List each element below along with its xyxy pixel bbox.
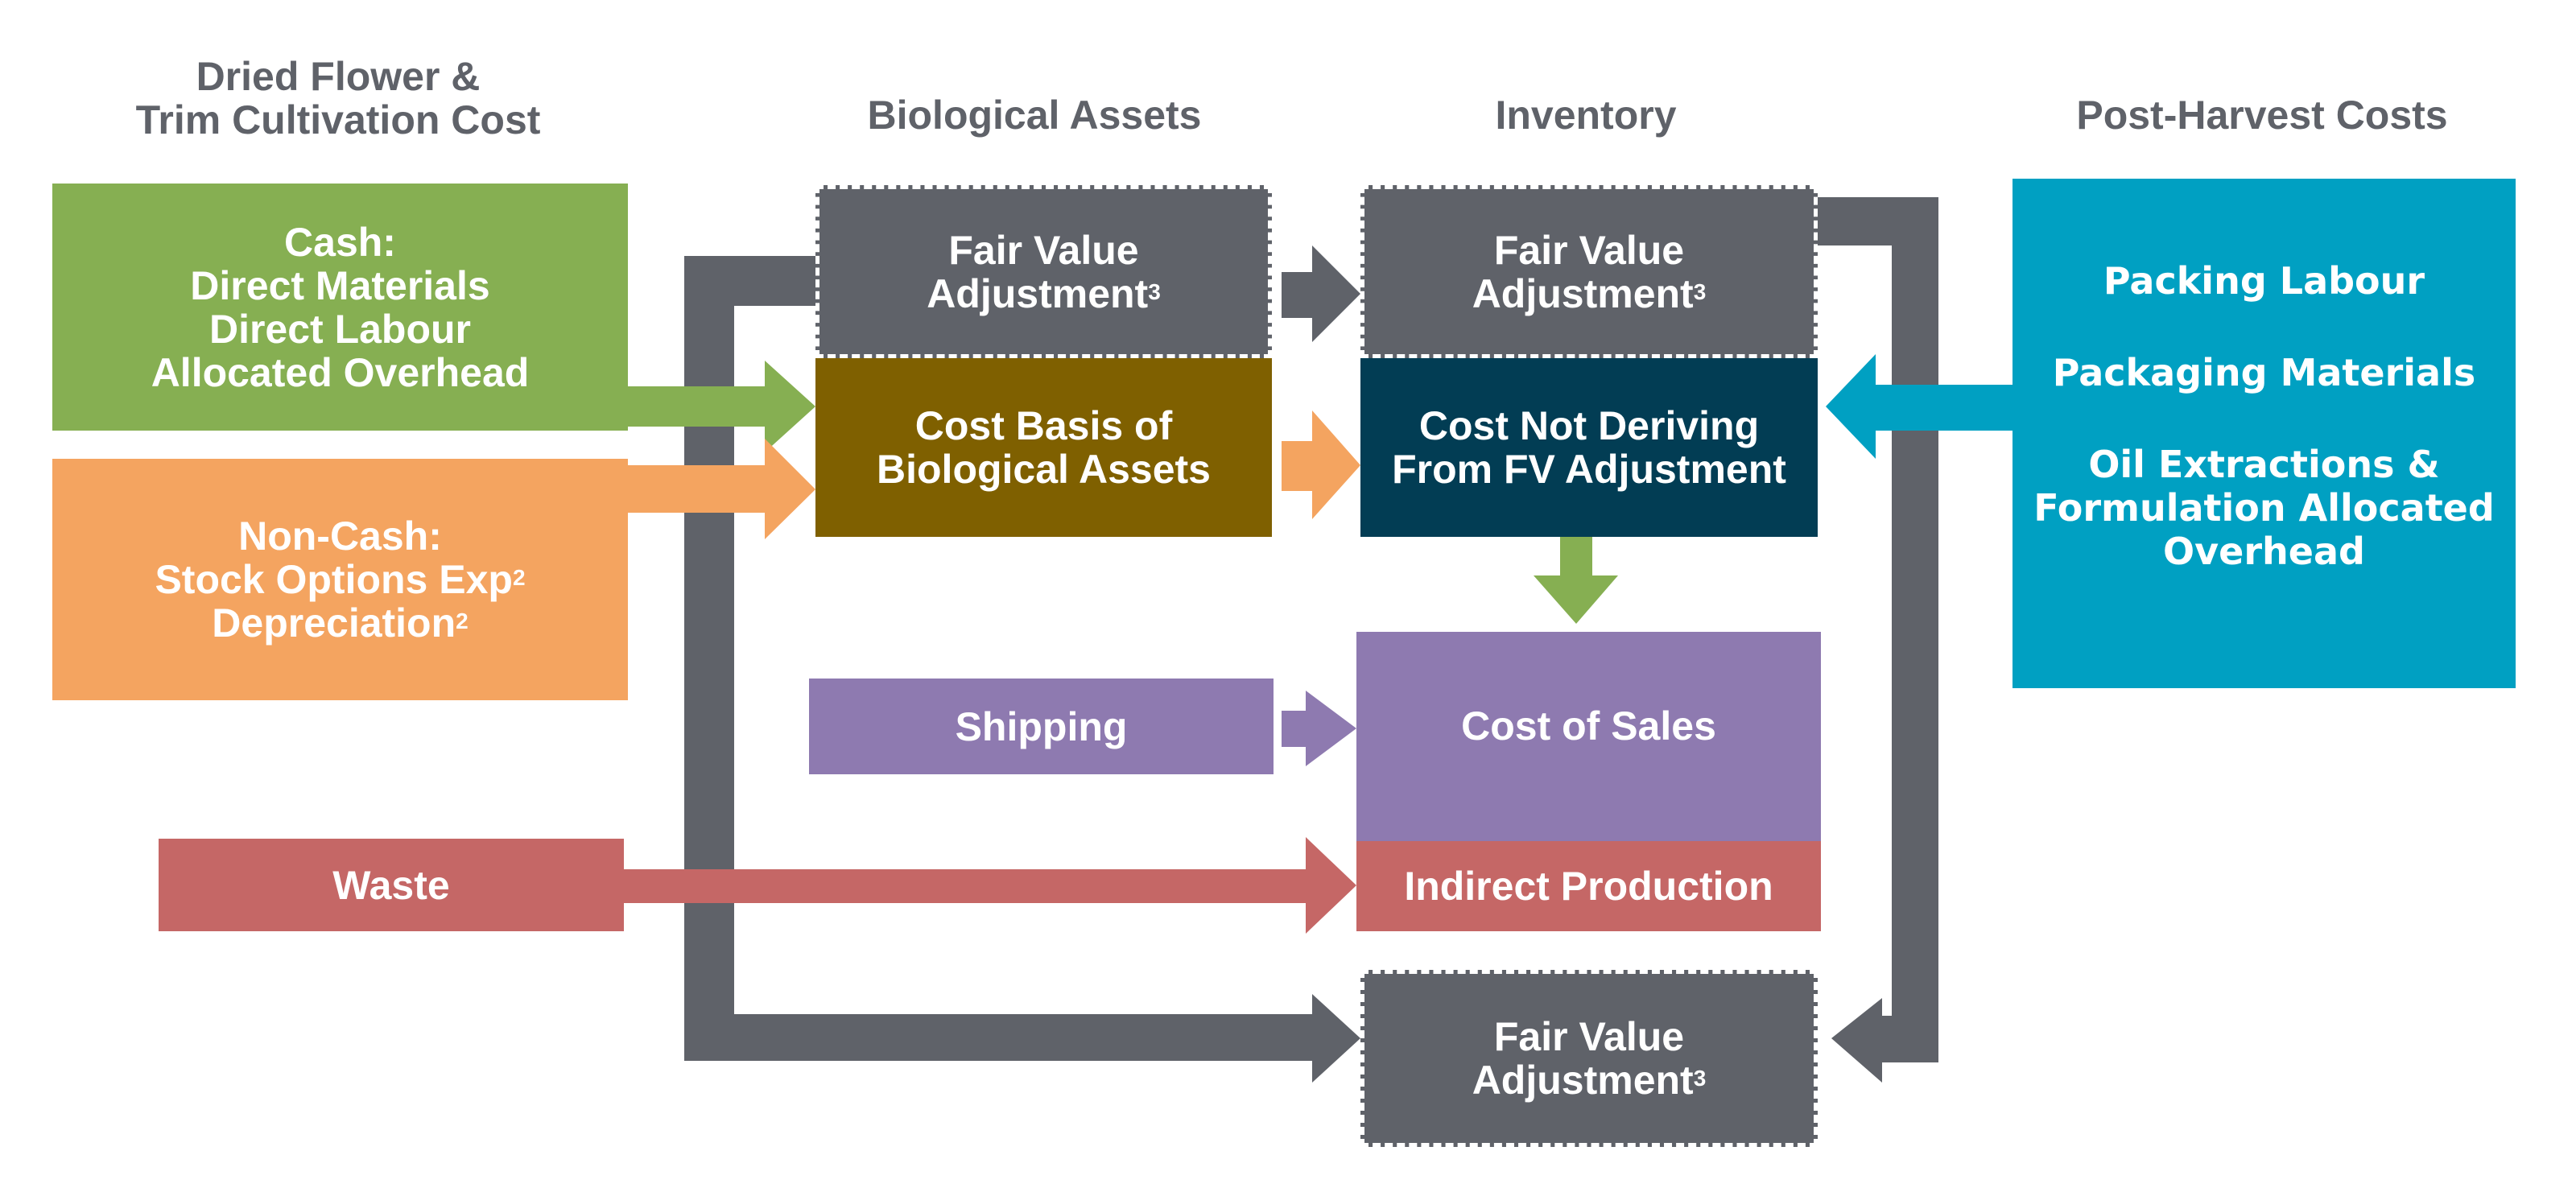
bio-fv-label: Adjustment (927, 270, 1149, 316)
footnote-marker: 3 (1693, 1066, 1707, 1091)
shipping-label: Shipping (955, 703, 1128, 749)
noncash-depreciation: Depreciation2 (212, 601, 468, 645)
bio-fair-value-box: Fair Value Adjustment3 (815, 185, 1272, 358)
noncash-costs-box: Non-Cash: Stock Options Exp2 Depreciatio… (52, 459, 628, 700)
cash-line: Allocated Overhead (151, 349, 530, 395)
bottom-fv-label: Adjustment (1472, 1058, 1694, 1103)
bottom-fv-line1: Fair Value (1493, 1014, 1685, 1059)
noncash-title: Non-Cash: (238, 514, 442, 559)
down-arrow (1534, 507, 1618, 624)
cost-basis-box: Cost Basis of Biological Assets (815, 358, 1272, 537)
footnote-marker: 2 (456, 608, 469, 633)
packaging-materials: Packaging Materials (2052, 351, 2476, 394)
gray-pipe-right-arrow (1818, 197, 1938, 1083)
header-cultivation-line1: Dried Flower & (196, 54, 481, 99)
cost-basis-line2: Biological Assets (877, 447, 1211, 492)
inv-fv-label: Adjustment (1472, 270, 1694, 316)
oil-extractions-line2: Formulation Allocated (2033, 486, 2495, 530)
footnote-marker: 3 (1693, 278, 1707, 304)
inventory-fair-value-box: Fair Value Adjustment3 (1360, 185, 1818, 358)
oil-extractions-line3: Overhead (2163, 530, 2365, 573)
header-post-harvest: Post-Harvest Costs (2076, 93, 2448, 138)
cost-not-deriving-line1: Cost Not Deriving (1418, 403, 1760, 448)
bio-fv-line1: Fair Value (948, 227, 1139, 273)
footnote-marker: 3 (1148, 278, 1161, 304)
cost-basis-line1: Cost Basis of (914, 403, 1173, 448)
cash-line: Direct Labour (208, 306, 472, 352)
cost-not-deriving-line2: From FV Adjustment (1392, 447, 1786, 492)
depreciation-label: Depreciation (212, 600, 456, 646)
noncash-arrow (628, 439, 815, 539)
bottom-fair-value-box: Fair Value Adjustment3 (1360, 970, 1818, 1147)
stock-options-label: Stock Options Exp (155, 557, 513, 602)
waste-arrow (624, 837, 1356, 934)
bottom-fv-line2: Adjustment3 (1472, 1058, 1707, 1102)
cash-line: Direct Materials (190, 262, 490, 308)
indirect-production-label: Indirect Production (1404, 864, 1773, 909)
oil-extractions-line1: Oil Extractions & (2088, 443, 2440, 486)
shipping-box: Shipping (809, 679, 1274, 774)
cost-not-deriving-box: Cost Not Deriving From FV Adjustment (1360, 358, 1818, 537)
post-harvest-arrow (1826, 354, 2013, 459)
footnote-marker: 2 (512, 565, 526, 590)
header-cultivation-cost: Dried Flower & Trim Cultivation Cost (97, 55, 580, 142)
cash-arrow (628, 361, 815, 452)
cash-costs-box: Cash: Direct Materials Direct Labour All… (52, 184, 628, 431)
inv-fv-line2: Adjustment3 (1472, 272, 1707, 316)
inv-fv-line1: Fair Value (1493, 227, 1685, 273)
fv-to-fv-arrow (1282, 245, 1360, 342)
post-harvest-box: Packing Labour Packaging Materials Oil E… (2013, 179, 2516, 688)
bio-fv-line2: Adjustment3 (927, 272, 1161, 316)
indirect-production-box: Indirect Production (1356, 841, 1821, 931)
packing-labour: Packing Labour (2103, 259, 2425, 303)
waste-label: Waste (332, 862, 450, 908)
shipping-arrow (1282, 691, 1356, 766)
cost-of-sales-box: Cost of Sales (1356, 632, 1821, 841)
cash-line: Cash: (284, 219, 396, 265)
cost-of-sales-label: Cost of Sales (1461, 703, 1716, 749)
header-cultivation-line2: Trim Cultivation Cost (135, 97, 541, 142)
noncash-stock-options: Stock Options Exp2 (155, 558, 525, 601)
header-inventory: Inventory (1495, 93, 1677, 138)
cost-basis-arrow (1282, 410, 1360, 519)
header-biological-assets: Biological Assets (867, 93, 1202, 138)
waste-box: Waste (159, 839, 624, 931)
